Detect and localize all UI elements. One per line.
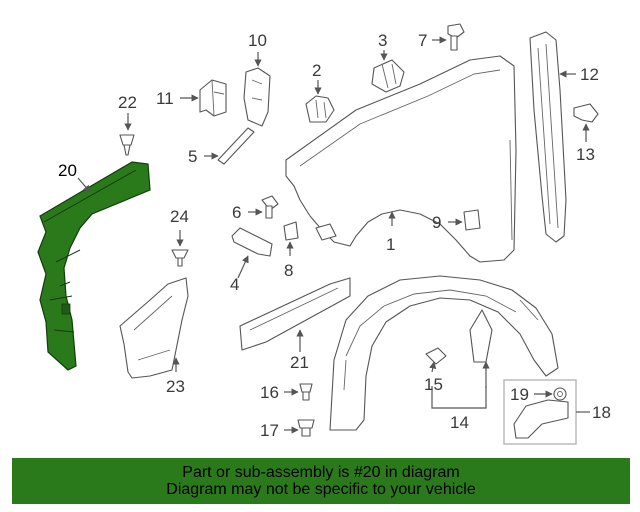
- banner-line-1: Part or sub-assembly is #20 in diagram: [182, 464, 460, 481]
- callout-14: 14: [450, 413, 469, 432]
- callout-3: 3: [378, 31, 387, 50]
- part-24-clip[interactable]: [171, 249, 189, 267]
- part-20-highlighted[interactable]: [37, 161, 151, 371]
- callout-13: 13: [576, 145, 595, 164]
- part-8-clip[interactable]: [283, 221, 299, 241]
- part-3-bracket[interactable]: [371, 59, 405, 93]
- part-23-panel[interactable]: [119, 277, 189, 379]
- callout-23: 23: [166, 377, 185, 396]
- callout-7: 7: [418, 31, 427, 50]
- part-12-molding[interactable]: [529, 31, 567, 243]
- callout-4: 4: [230, 275, 239, 294]
- callout-15: 15: [424, 375, 443, 394]
- callout-17: 17: [260, 421, 279, 440]
- callout-11: 11: [156, 89, 174, 108]
- callout-18: 18: [592, 403, 611, 422]
- part-5-rod[interactable]: [217, 127, 255, 165]
- callout-2: 2: [312, 61, 321, 80]
- part-7-bolt[interactable]: [447, 23, 465, 51]
- part-4-bracket[interactable]: [231, 227, 273, 257]
- banner-line-2: Diagram may not be specific to your vehi…: [166, 481, 476, 498]
- part-18-group[interactable]: [503, 379, 577, 445]
- part-14-liner[interactable]: [329, 275, 559, 431]
- callout-5: 5: [188, 147, 197, 166]
- callout-22: 22: [118, 93, 137, 112]
- part-6-bolt[interactable]: [261, 195, 279, 219]
- part-17-screw[interactable]: [297, 419, 315, 437]
- callout-1: 1: [386, 235, 395, 254]
- callout-9: 9: [432, 213, 441, 232]
- callout-12: 12: [580, 65, 599, 84]
- callout-6: 6: [232, 203, 241, 222]
- callout-10: 10: [248, 31, 267, 50]
- part-9-clip[interactable]: [463, 209, 481, 231]
- callout-24: 24: [170, 207, 189, 226]
- part-22-clip[interactable]: [119, 134, 135, 156]
- part-13-clip[interactable]: [573, 103, 599, 123]
- part-15-clip[interactable]: [425, 347, 447, 365]
- callout-21: 21: [290, 353, 309, 372]
- callout-8: 8: [284, 261, 293, 280]
- part-2-bracket[interactable]: [305, 95, 335, 123]
- part-10-bracket[interactable]: [243, 67, 271, 127]
- info-banner: Part or sub-assembly is #20 in diagram D…: [12, 458, 630, 504]
- callout-16: 16: [260, 383, 279, 402]
- part-11-bracket[interactable]: [199, 79, 227, 117]
- part-21-reinforcement[interactable]: [239, 277, 351, 351]
- part-1-fender[interactable]: [285, 55, 517, 263]
- part-16-clip[interactable]: [299, 383, 313, 401]
- callout-19: 19: [510, 385, 529, 404]
- callout-20: 20: [58, 161, 77, 180]
